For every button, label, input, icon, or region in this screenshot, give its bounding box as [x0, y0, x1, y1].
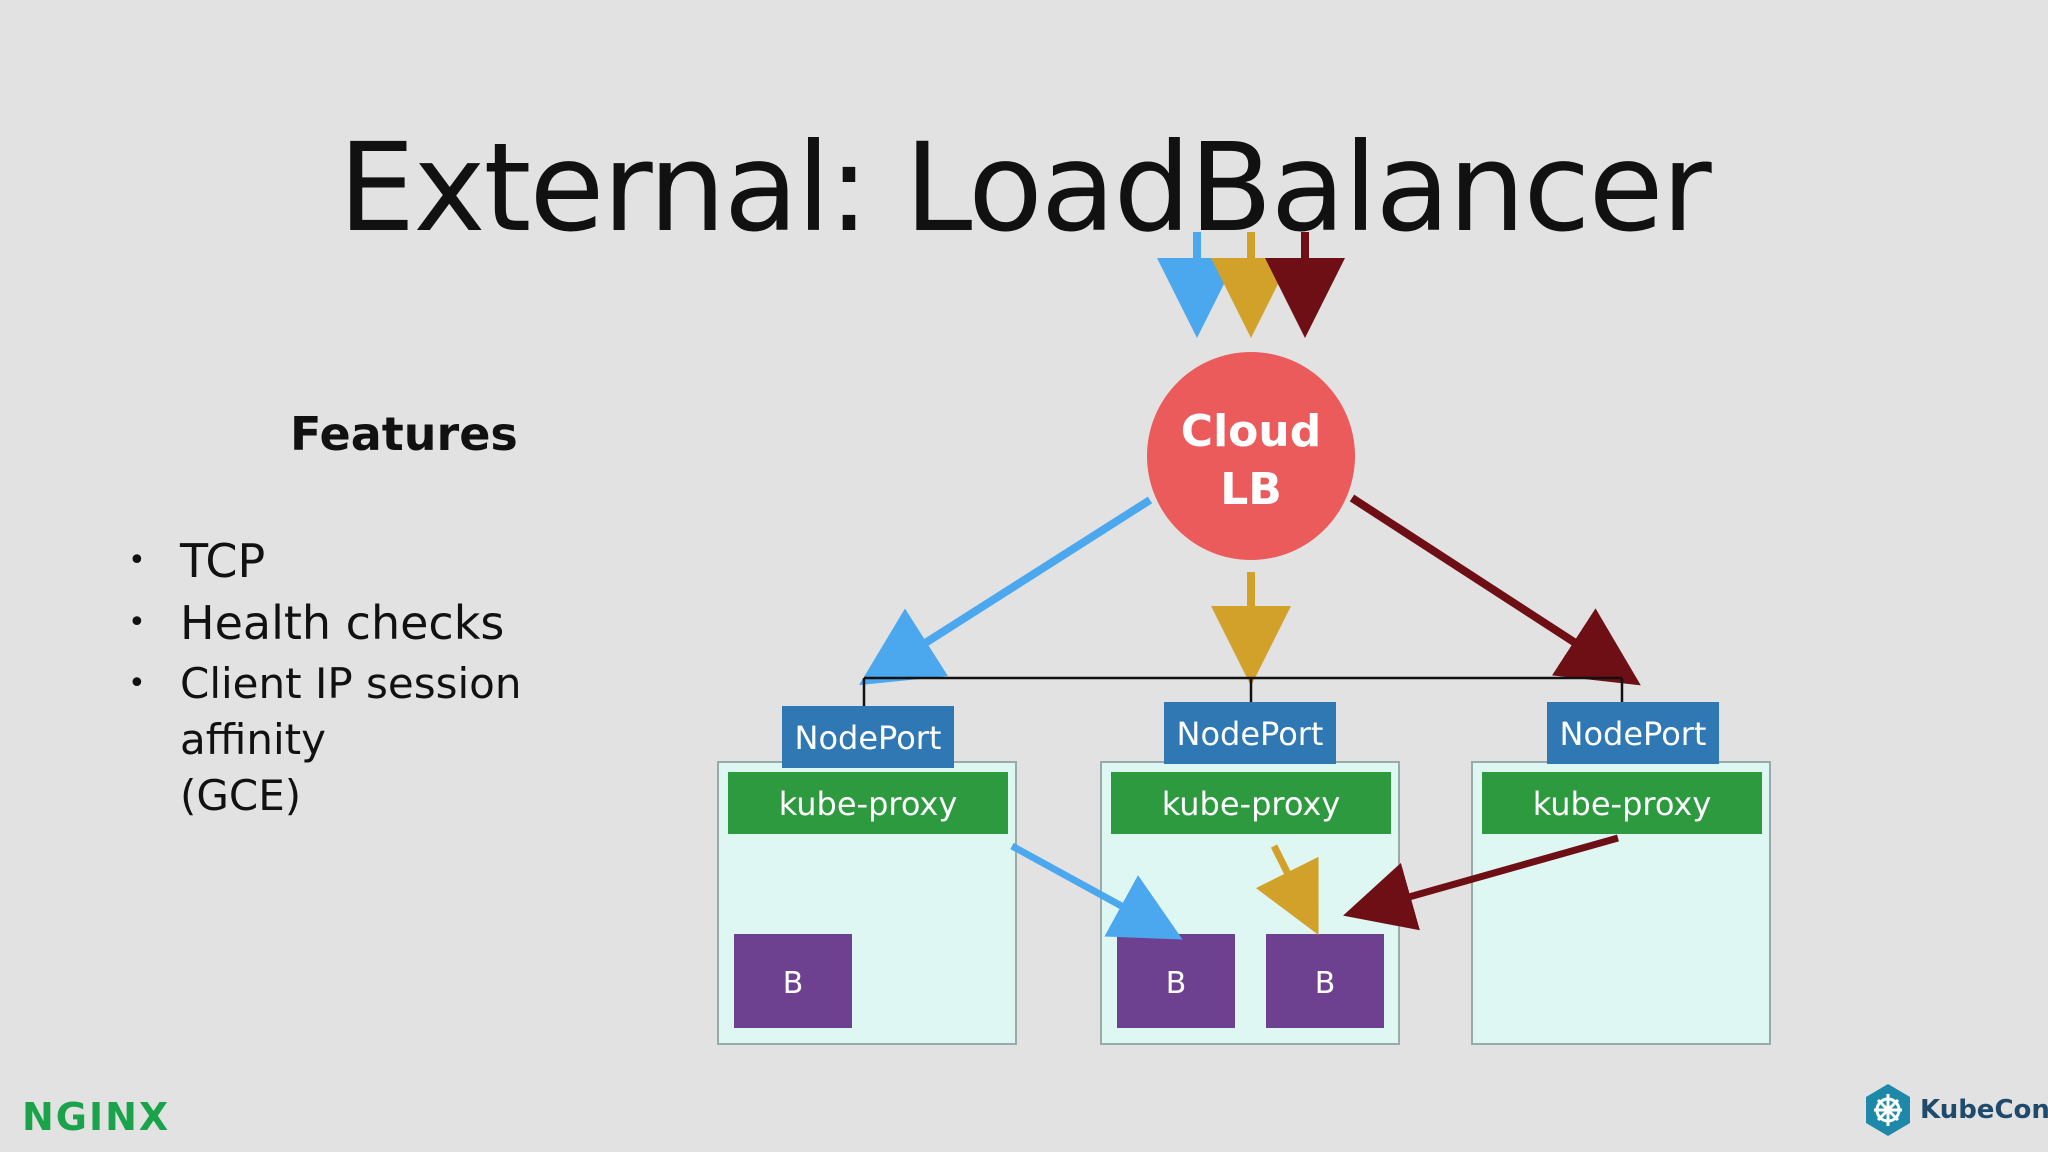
nodeport-box-2 — [1164, 702, 1336, 764]
feature-item-gce: (GCE) — [180, 771, 302, 820]
pod-label-2a: B — [1166, 966, 1187, 1001]
slide-title: External: LoadBalancer — [338, 117, 1711, 259]
feature-item-health-checks: Health checks — [180, 596, 505, 650]
cloud-lb-label-line2: LB — [1220, 464, 1282, 515]
bullet-icon: • — [128, 605, 146, 640]
nodeport-label-2: NodePort — [1177, 715, 1324, 753]
lb-arrow-blue — [859, 496, 1153, 686]
proxy-arrow-gold — [1255, 844, 1319, 936]
feature-item-session-affinity: Client IP session affinity — [180, 659, 522, 764]
lb-arrow-dark — [1349, 494, 1641, 686]
kubecon-logo: KubeCon — [1862, 1080, 2048, 1140]
list-item: • Client IP session affinity (GCE) — [118, 656, 678, 824]
pod-box-2b — [1266, 934, 1384, 1028]
nodeport-box-3 — [1547, 702, 1719, 764]
kube-proxy-box-2 — [1111, 772, 1391, 834]
kubernetes-helm-icon — [1866, 1084, 1910, 1136]
kube-proxy-label-1: kube-proxy — [779, 785, 958, 823]
kubecon-logo-text: KubeCon — [1920, 1095, 2048, 1125]
nodeport-label-1: NodePort — [795, 719, 942, 757]
list-item: • Health checks — [118, 594, 678, 652]
cloud-lb-circle — [1147, 352, 1355, 560]
list-item: • TCP — [118, 532, 678, 590]
nodeport-label-3: NodePort — [1560, 715, 1707, 753]
nodeport-box-1 — [782, 706, 954, 768]
bullet-icon: • — [128, 543, 146, 578]
pod-box-2a — [1117, 934, 1235, 1028]
cloud-lb-label-line1: Cloud — [1181, 406, 1321, 457]
pod-label-2b: B — [1315, 966, 1336, 1001]
pod-label-1: B — [783, 966, 804, 1001]
kube-proxy-label-2: kube-proxy — [1162, 785, 1341, 823]
proxy-arrow-blue — [1010, 842, 1183, 940]
features-list: • TCP • Health checks • Client IP sessio… — [118, 532, 678, 828]
features-heading: Features — [290, 407, 518, 461]
kube-proxy-label-3: kube-proxy — [1533, 785, 1712, 823]
bullet-icon: • — [128, 666, 146, 701]
pod-box-1 — [734, 934, 852, 1028]
kube-proxy-box-3 — [1482, 772, 1762, 834]
proxy-arrow-dark — [1343, 834, 1619, 931]
nginx-logo: NGINX — [22, 1095, 171, 1139]
kube-proxy-box-1 — [728, 772, 1008, 834]
feature-item-tcp: TCP — [180, 534, 266, 588]
